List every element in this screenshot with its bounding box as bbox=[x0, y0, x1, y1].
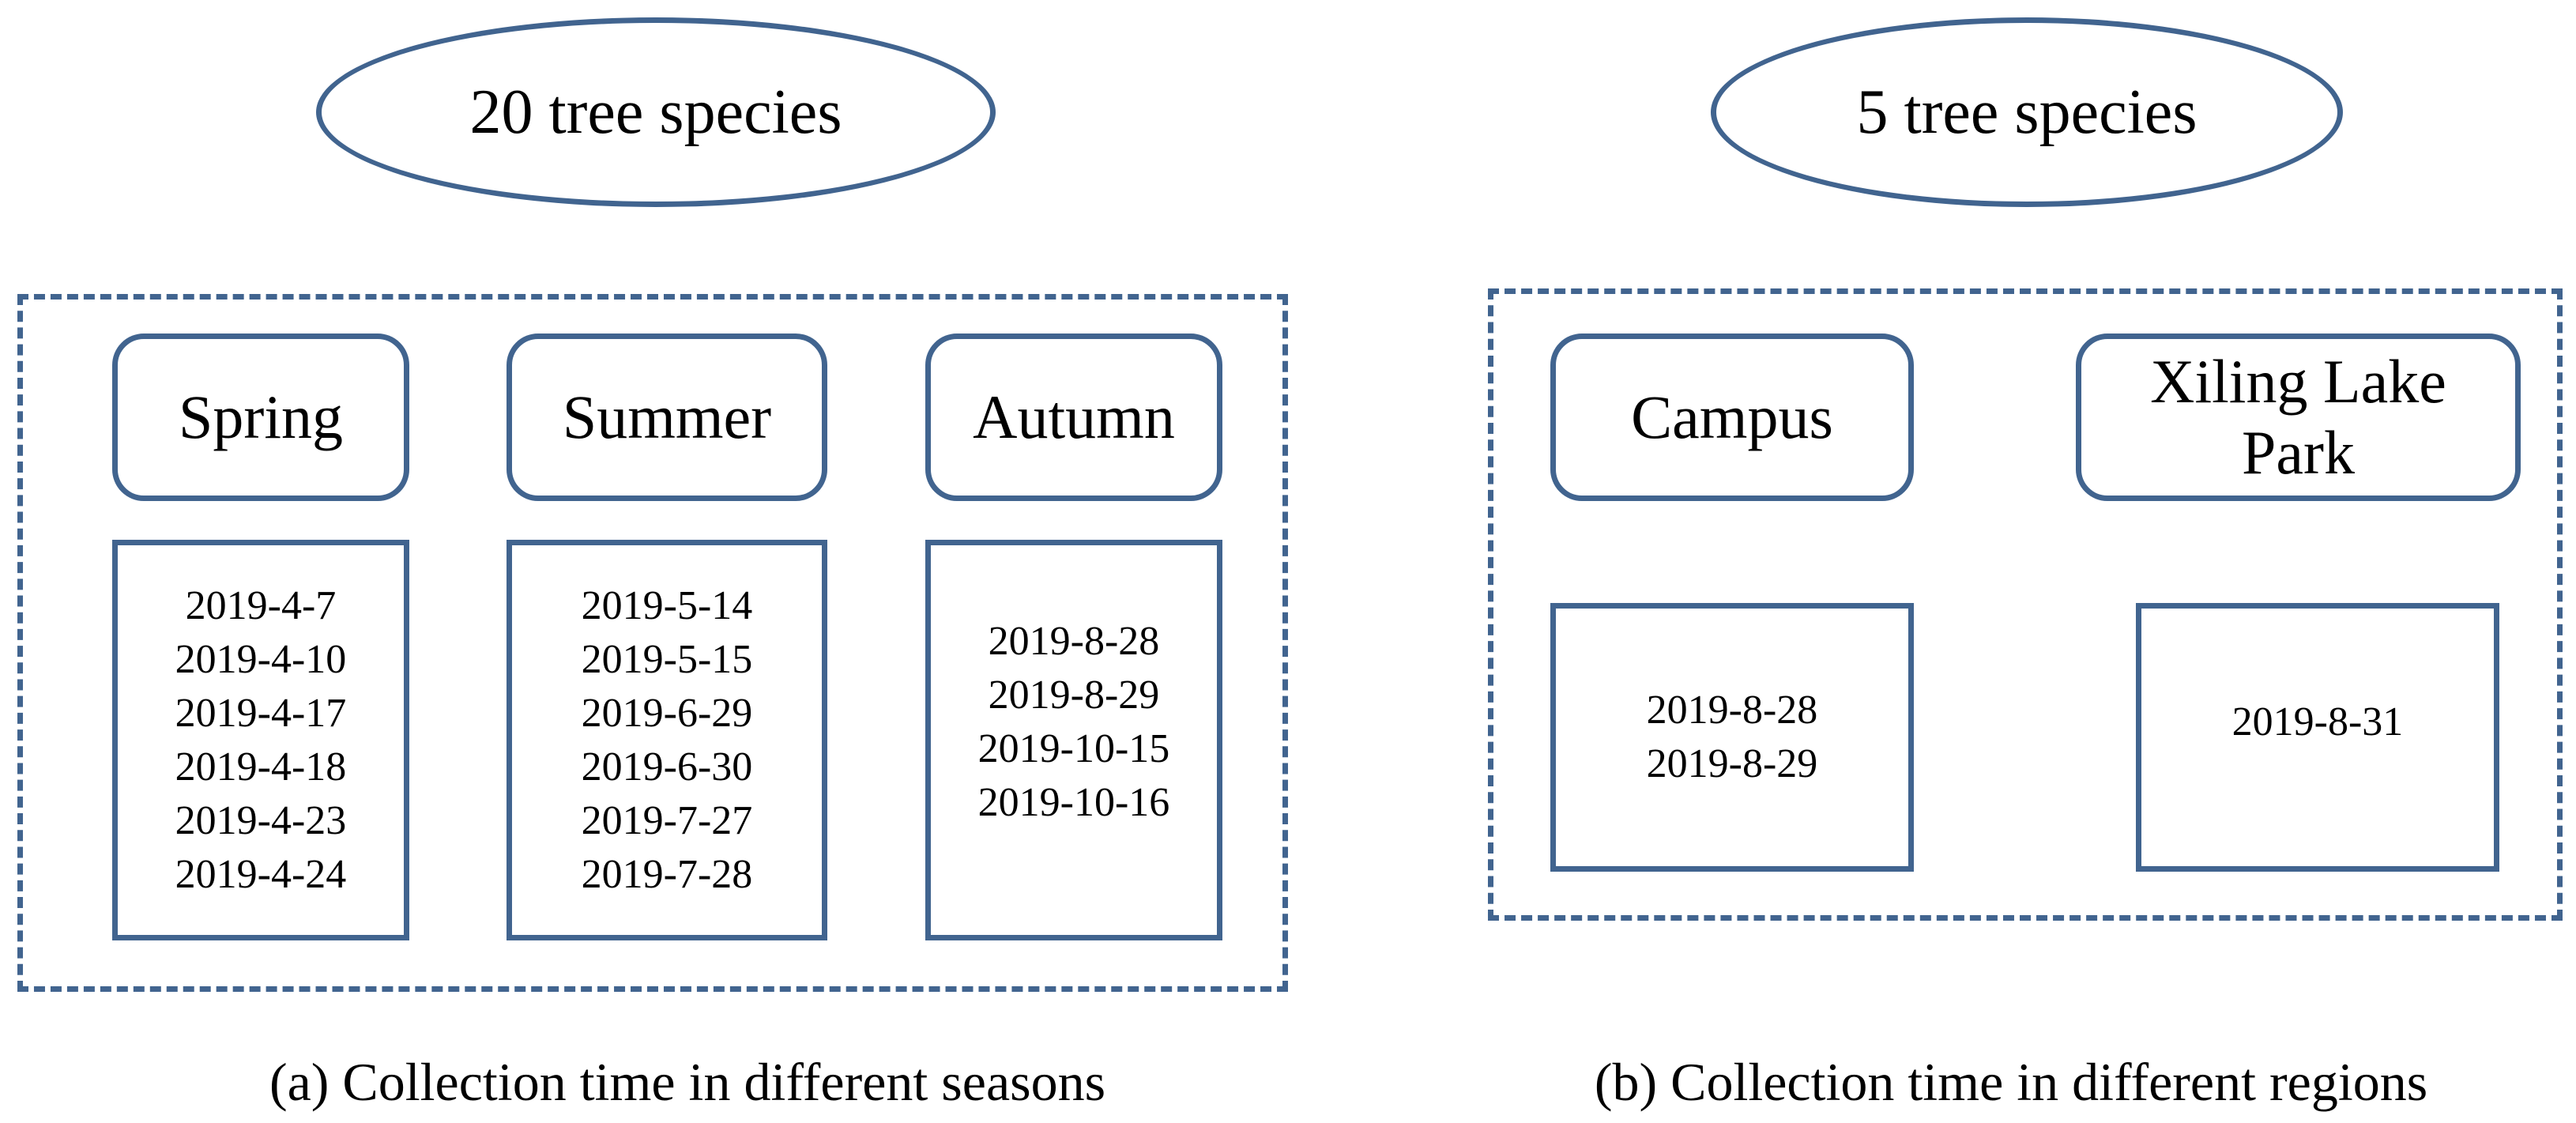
seasons-group-container bbox=[17, 294, 1288, 992]
season-dates-summer: 2019-5-14 2019-5-15 2019-6-29 2019-6-30 … bbox=[507, 540, 827, 940]
date-entry: 2019-8-31 bbox=[2231, 699, 2404, 744]
region-header-label-line: Park bbox=[2242, 418, 2355, 487]
species-count-ellipse-a: 20 tree species bbox=[316, 17, 996, 207]
date-entry: 2019-4-18 bbox=[175, 744, 347, 789]
region-header-label-line: Xiling Lake bbox=[2150, 347, 2446, 416]
region-header-campus: Campus bbox=[1550, 334, 1914, 501]
season-header-autumn: Autumn bbox=[925, 334, 1222, 501]
season-header-label: Spring bbox=[178, 382, 344, 452]
date-entry: 2019-6-30 bbox=[581, 744, 753, 789]
date-entry: 2019-8-28 bbox=[1646, 688, 1818, 733]
date-entry: 2019-8-29 bbox=[1646, 741, 1818, 786]
region-header-label: Campus bbox=[1631, 382, 1833, 452]
date-entry: 2019-4-24 bbox=[175, 851, 347, 897]
date-entry: 2019-8-28 bbox=[988, 619, 1160, 664]
date-entry: 2019-8-29 bbox=[988, 673, 1160, 718]
date-entry: 2019-5-14 bbox=[581, 582, 753, 628]
date-entry: 2019-4-17 bbox=[175, 690, 347, 736]
species-count-label-b: 5 tree species bbox=[1856, 77, 2198, 147]
season-header-label: Summer bbox=[562, 382, 772, 452]
season-dates-autumn: 2019-8-28 2019-8-29 2019-10-15 2019-10-1… bbox=[925, 540, 1222, 940]
caption-b: (b) Collection time in different regions bbox=[1594, 1052, 2428, 1112]
region-header-xiling-lake-park: Xiling Lake Park bbox=[2076, 334, 2521, 501]
season-header-spring: Spring bbox=[112, 334, 409, 501]
regions-group-container bbox=[1488, 288, 2563, 921]
season-dates-spring: 2019-4-7 2019-4-10 2019-4-17 2019-4-18 2… bbox=[112, 540, 409, 940]
date-entry: 2019-10-16 bbox=[977, 780, 1170, 825]
species-count-label-a: 20 tree species bbox=[469, 77, 842, 147]
date-entry: 2019-4-10 bbox=[175, 636, 347, 682]
region-dates-campus: 2019-8-28 2019-8-29 bbox=[1550, 603, 1914, 872]
date-entry: 2019-4-7 bbox=[185, 582, 337, 628]
season-header-summer: Summer bbox=[507, 334, 827, 501]
season-header-label: Autumn bbox=[973, 382, 1175, 452]
date-entry: 2019-7-27 bbox=[581, 797, 753, 843]
date-entry: 2019-6-29 bbox=[581, 690, 753, 736]
species-count-ellipse-b: 5 tree species bbox=[1711, 17, 2343, 207]
date-entry: 2019-4-23 bbox=[175, 797, 347, 843]
date-entry: 2019-7-28 bbox=[581, 851, 753, 897]
date-entry: 2019-5-15 bbox=[581, 636, 753, 682]
caption-a: (a) Collection time in different seasons bbox=[269, 1052, 1106, 1112]
region-dates-xiling-lake-park: 2019-8-31 bbox=[2136, 603, 2499, 872]
date-entry: 2019-10-15 bbox=[977, 726, 1170, 771]
